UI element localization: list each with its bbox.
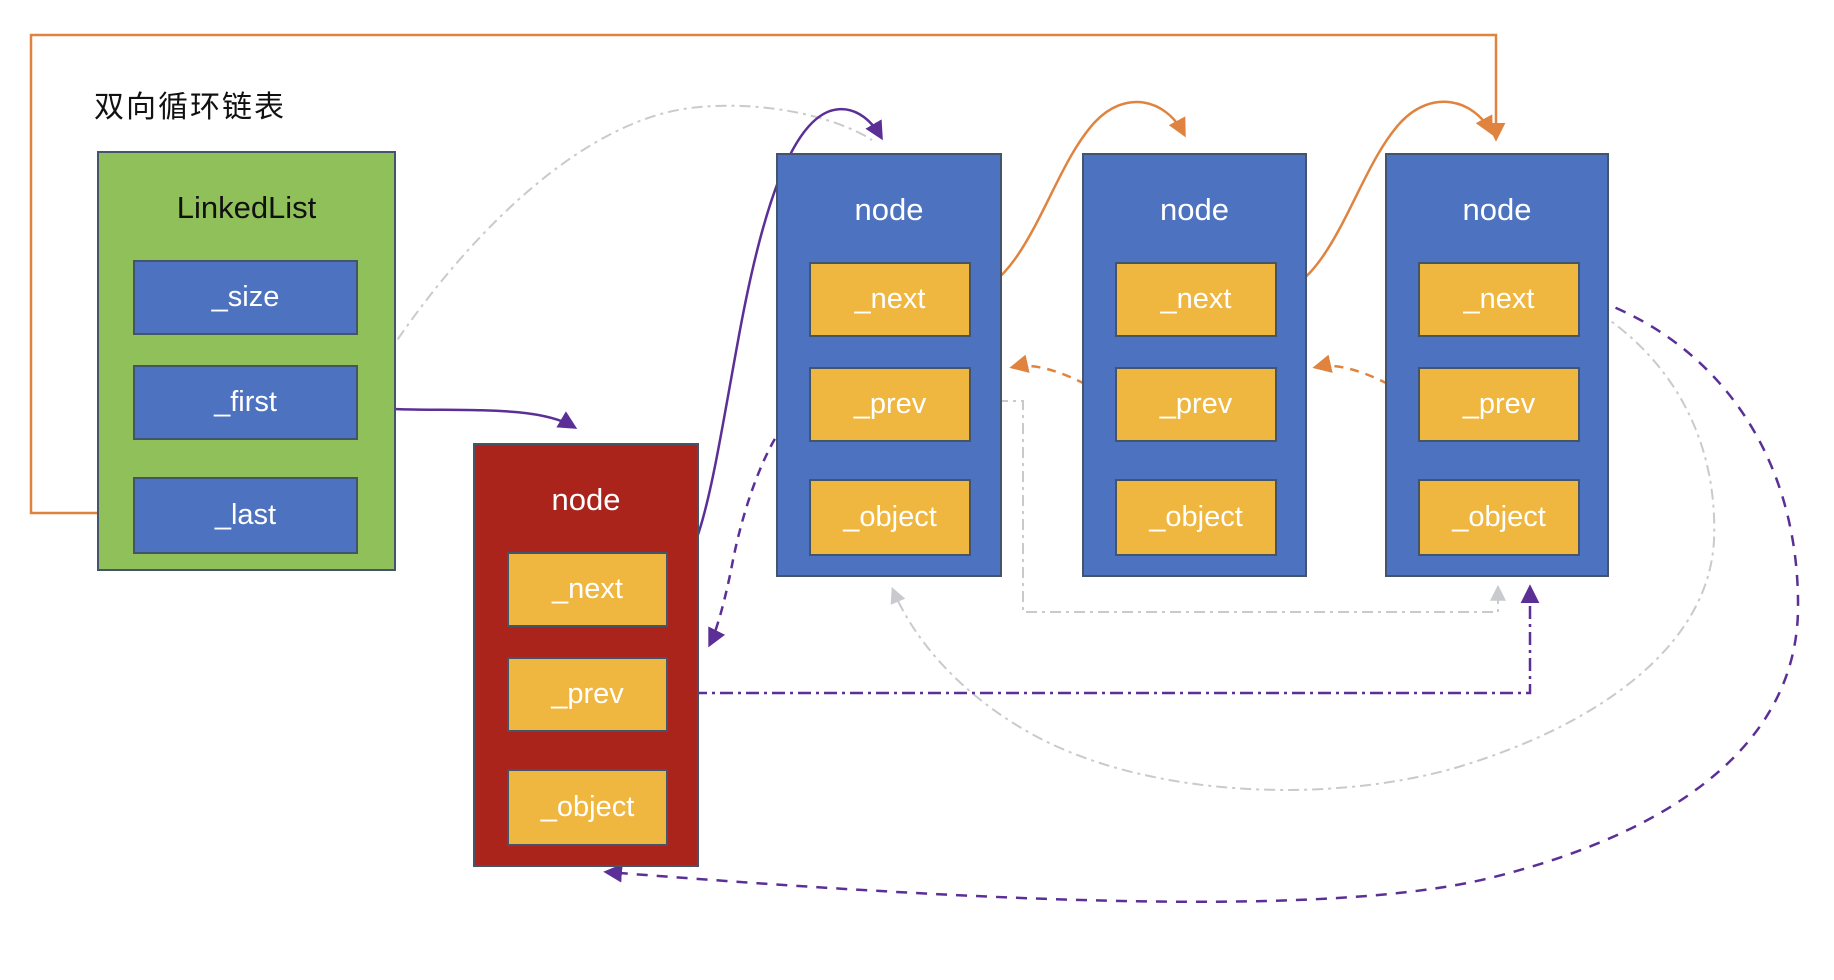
field-next: _next xyxy=(1418,262,1580,337)
node1-title: node xyxy=(854,192,924,227)
edge-node3-next-to-newnode xyxy=(603,292,1800,904)
node2-title: node xyxy=(1160,192,1229,227)
field-object: _object xyxy=(507,769,668,846)
node2-box: node _next _prev _object xyxy=(1082,153,1307,577)
field-object: _object xyxy=(1418,479,1580,556)
field-prev: _prev xyxy=(1418,367,1580,442)
edge-last-to-node3 xyxy=(29,33,1506,515)
field-prev: _prev xyxy=(809,367,971,442)
new-node-box: node _next _prev _object xyxy=(473,443,699,867)
field-first: _first xyxy=(133,365,358,440)
edge-old-first-to-node1 xyxy=(358,104,873,401)
edge-old-node1-prev-to-node3 xyxy=(973,400,1506,613)
field-object: _object xyxy=(809,479,971,556)
new-node-title: node xyxy=(551,482,621,517)
edge-node2-prev-to-node1 xyxy=(1009,354,1114,402)
node3-title: node xyxy=(1462,192,1532,227)
field-object: _object xyxy=(1115,479,1277,556)
node1-box: node _next _prev _object xyxy=(776,153,1002,577)
edge-newnode-prev-to-node3 xyxy=(668,584,1540,695)
field-prev: _prev xyxy=(1115,367,1277,442)
edge-node2-next-to-node3 xyxy=(1274,100,1493,298)
linkedlist-title: LinkedList xyxy=(176,190,317,225)
diagram-title: 双向循环链表 xyxy=(94,91,286,124)
node3-box: node _next _prev _object xyxy=(1385,153,1609,577)
field-next: _next xyxy=(809,262,971,337)
field-prev: _prev xyxy=(507,657,668,732)
edge-node3-prev-to-node2 xyxy=(1312,354,1417,402)
field-next: _next xyxy=(1115,262,1277,337)
edge-newnode-next-to-node1 xyxy=(666,108,883,588)
field-next: _next xyxy=(507,552,668,627)
linkedlist-box: LinkedList _size _first _last xyxy=(97,151,396,571)
field-size: _size xyxy=(133,260,358,335)
edge-node1-next-to-node2 xyxy=(968,100,1186,298)
edge-old-node3-next-to-node1 xyxy=(890,299,1716,791)
field-last: _last xyxy=(133,477,358,554)
